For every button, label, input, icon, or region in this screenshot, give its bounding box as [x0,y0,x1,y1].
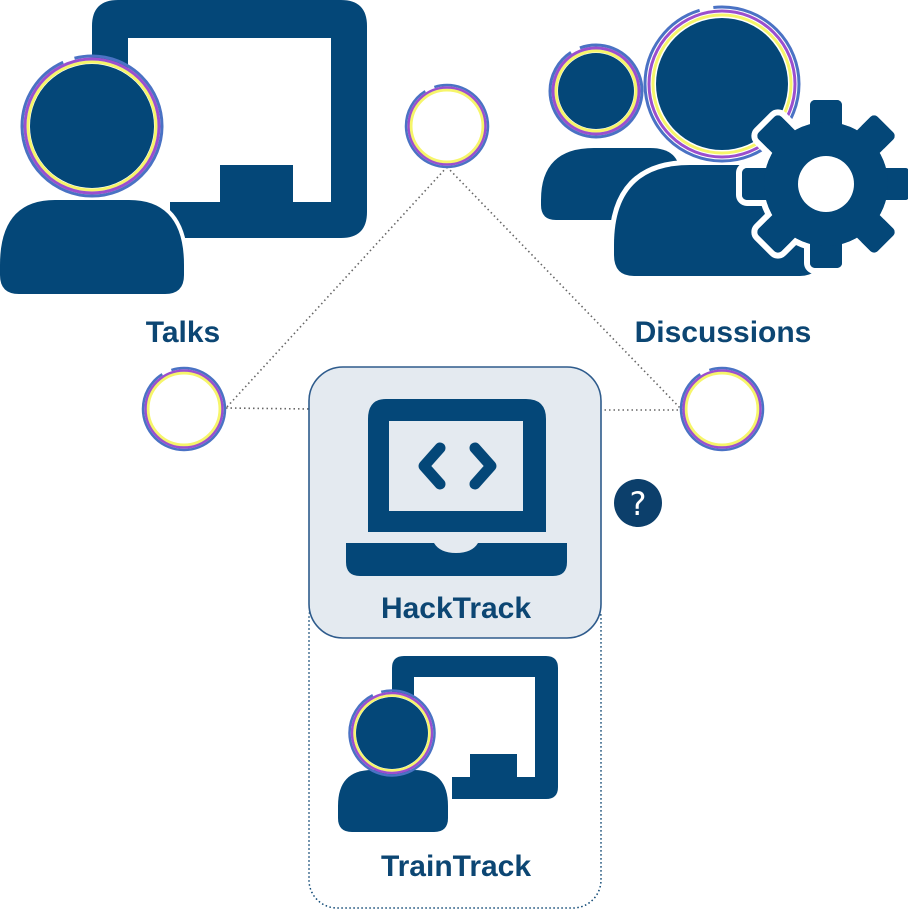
talks-label: Talks [146,316,221,349]
traintrack-label: TrainTrack [381,850,531,883]
hacktrack-label: HackTrack [381,592,531,625]
hotspot-right[interactable] [679,366,765,452]
connector-left-to-panel [225,407,311,410]
connector-lines [225,166,683,411]
laptop-code-icon [346,399,567,576]
hotspot-left[interactable] [141,366,227,452]
talks-presenter-icon [0,0,367,298]
traintrack-presenter-icon [335,656,558,835]
hotspot-top[interactable] [404,83,490,169]
traintrack-panel [308,589,602,909]
help-symbol: ? [630,485,647,523]
gear-icon [736,94,908,274]
connector-hub-to-left [225,166,448,409]
help-circle-icon[interactable]: ? [614,479,662,527]
discussions-label: Discussions [635,316,812,349]
